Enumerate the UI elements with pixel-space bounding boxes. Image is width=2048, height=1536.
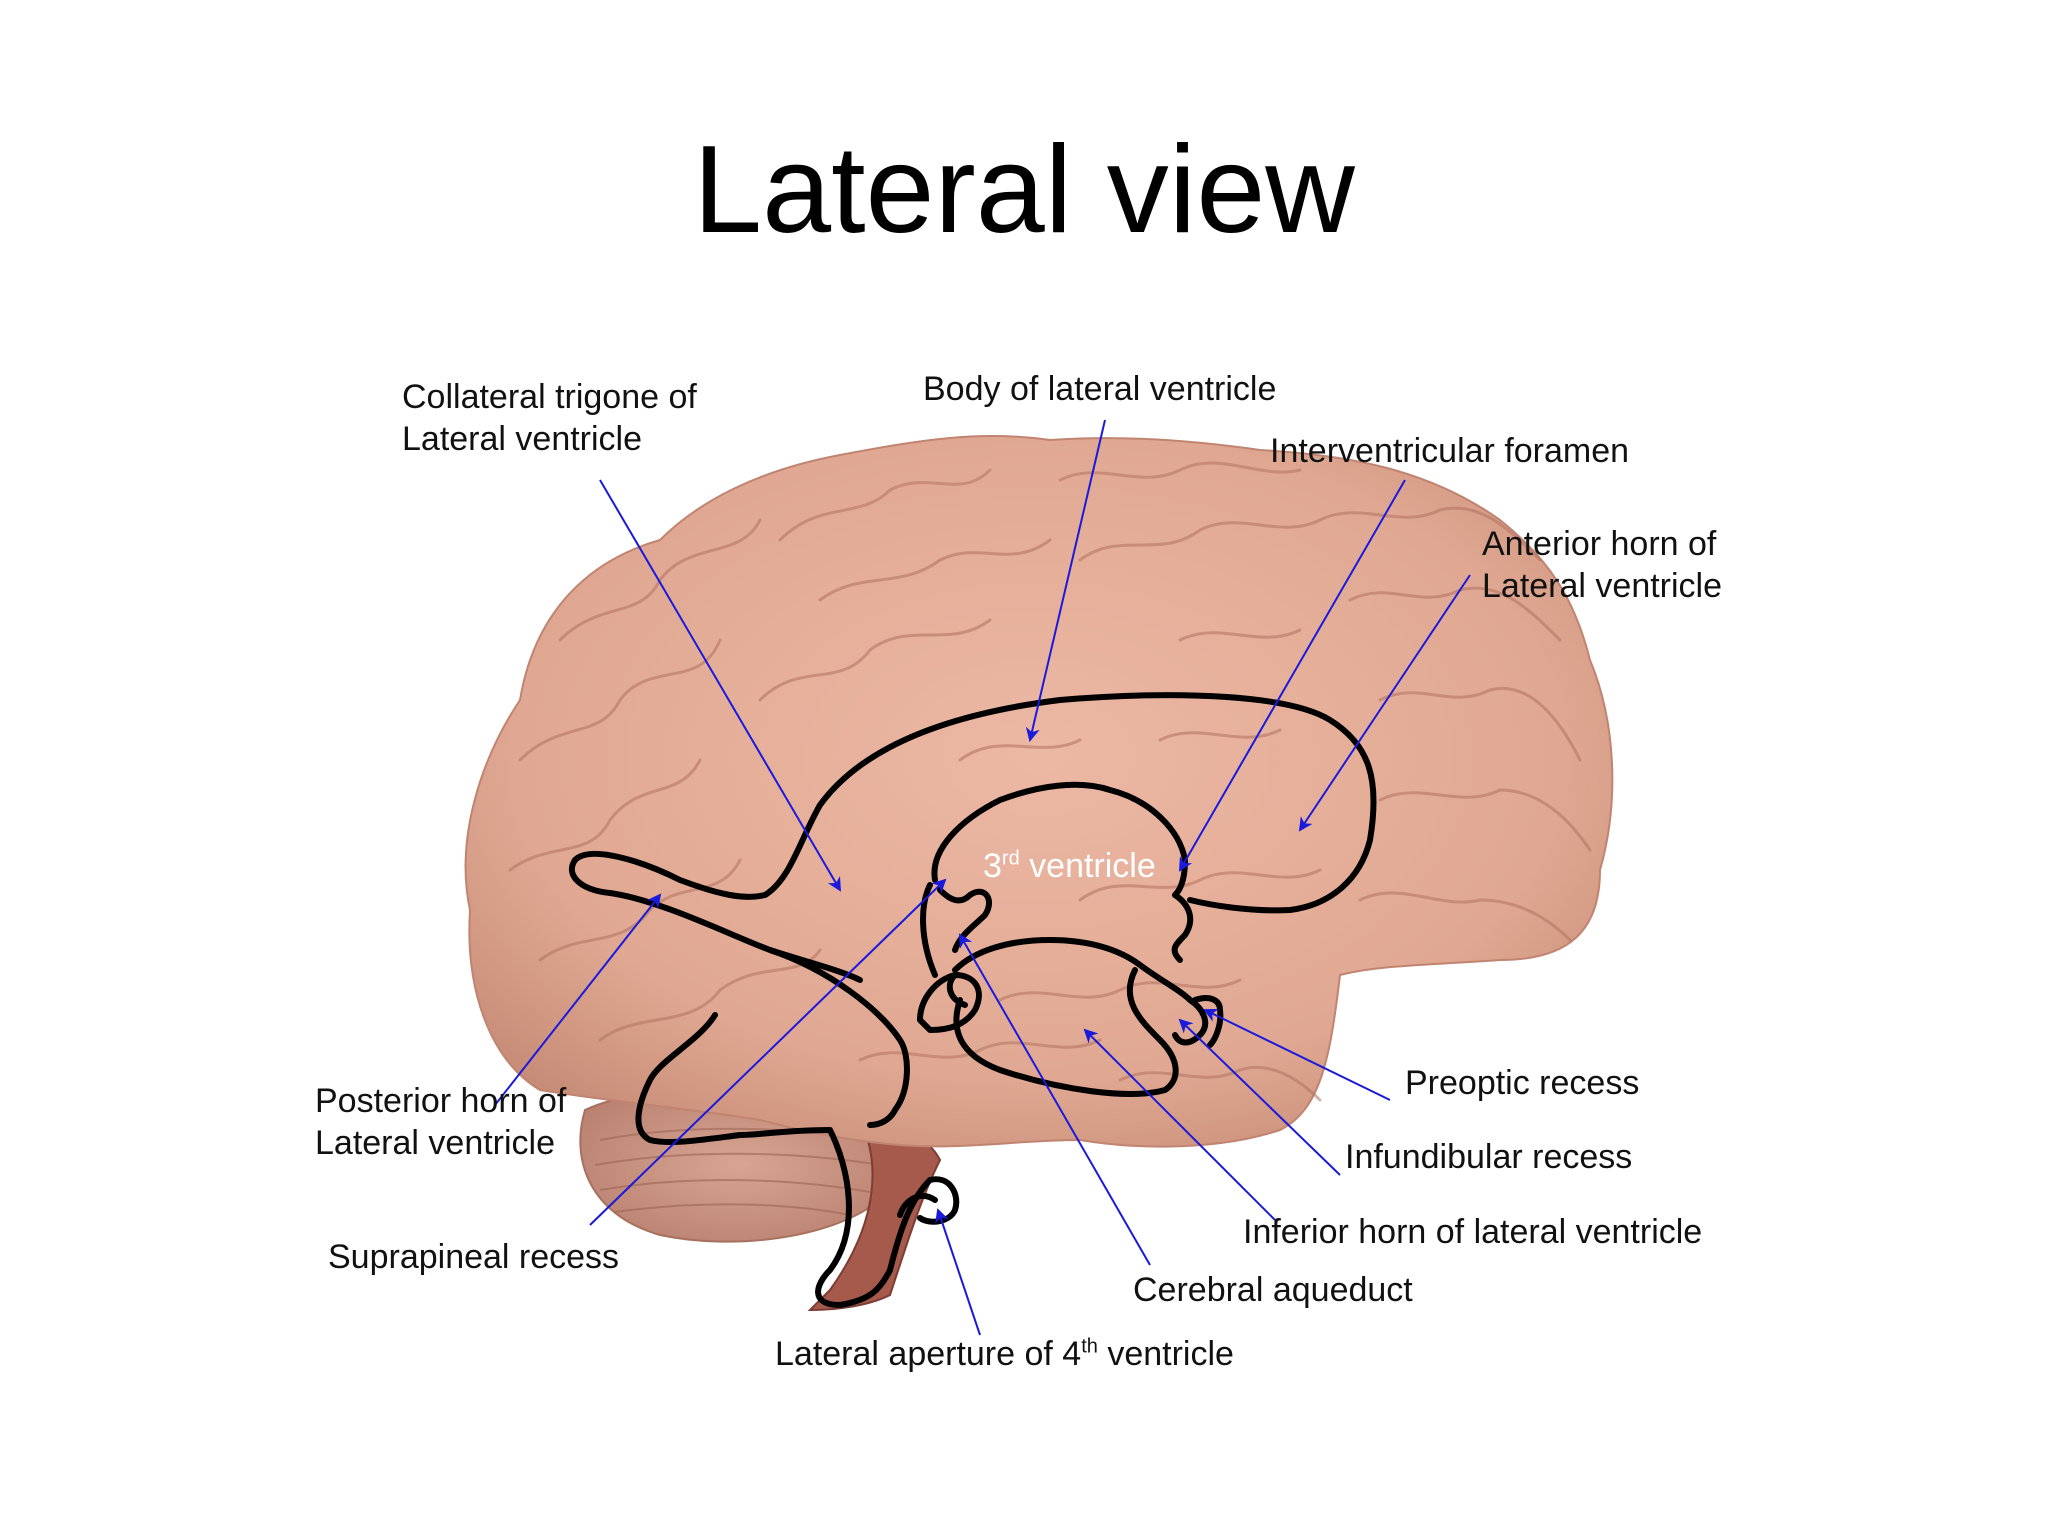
label-suprapineal: Suprapineal recess [328,1238,620,1276]
slide-title: Lateral view [693,121,1355,259]
label-third-ventricle-text: ventricle [1019,847,1156,885]
brainstem [807,1118,942,1312]
pointer-collateral-trigone [599,479,842,892]
pointer-anterior-horn [1298,574,1471,832]
pointer-inferior-horn [1083,1028,1276,1221]
pointer-body-lateral [1025,419,1106,742]
label-lateral-aperture-text: Lateral aperture of 4 [775,1335,1082,1373]
label-third-ventricle-num: 3 [983,847,1002,885]
label-anterior-horn-line2: Lateral ventricle [1482,567,1723,605]
label-lateral-aperture-sup: th [1081,1335,1098,1358]
label-preoptic: Preoptic recess [1405,1064,1640,1102]
pointer-interventricular [1179,479,1406,872]
gyri-texture [508,461,1592,1102]
pointer-suprapineal [589,878,947,1226]
pointer-infundibular [1178,1018,1341,1176]
label-collateral-trigone: Collateral trigone of Lateral ventricle [402,376,697,460]
label-collateral-trigone-line2: Lateral ventricle [402,420,643,458]
label-posterior-horn: Posterior horn of Lateral ventricle [315,1080,566,1164]
label-infundibular: Infundibular recess [1345,1138,1633,1176]
pointer-lateral-aperture [935,1208,981,1336]
label-interventricular: Interventricular foramen [1270,432,1630,470]
label-posterior-horn-line1: Posterior horn of [315,1082,567,1120]
pointer-lines [494,419,1471,1336]
label-body-lateral: Body of lateral ventricle [923,370,1277,408]
pointer-aqueduct [959,933,1151,1266]
label-inferior-horn: Inferior horn of lateral ventricle [1243,1213,1703,1251]
label-collateral-trigone-line1: Collateral trigone of [402,378,697,416]
label-anterior-horn: Anterior horn of Lateral ventricle [1482,523,1722,607]
pointer-preoptic [1203,1008,1391,1101]
label-posterior-horn-line2: Lateral ventricle [315,1124,556,1162]
label-aqueduct: Cerebral aqueduct [1133,1271,1413,1309]
label-lateral-aperture: Lateral aperture of 4th ventricle [775,1333,1234,1375]
label-third-ventricle: 3rd ventricle [983,845,1156,887]
pointer-posterior-horn [494,893,662,1106]
label-third-ventricle-sup: rd [1001,847,1020,870]
label-anterior-horn-line1: Anterior horn of [1482,525,1717,563]
label-lateral-aperture-suffix: ventricle [1097,1335,1234,1373]
